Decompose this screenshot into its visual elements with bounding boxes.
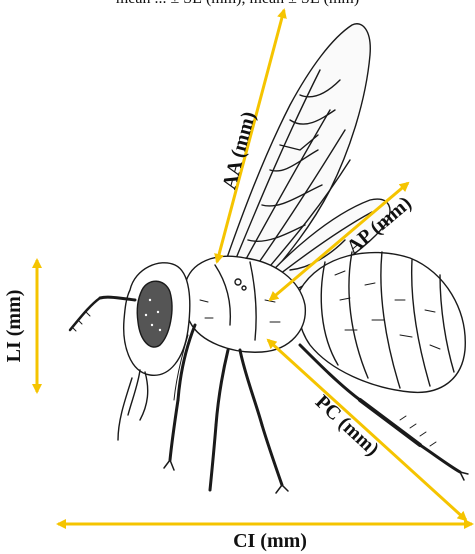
label-body-length: CI (mm) — [233, 530, 307, 552]
bee-illustration — [70, 24, 468, 493]
label-head-width: LI (mm) — [3, 290, 25, 363]
head — [118, 263, 190, 440]
label-wing-length: AA (mm) — [218, 109, 260, 191]
abdomen — [298, 252, 466, 392]
middle-leg — [210, 350, 288, 493]
label-leg-length: PC (mm) — [311, 391, 383, 460]
